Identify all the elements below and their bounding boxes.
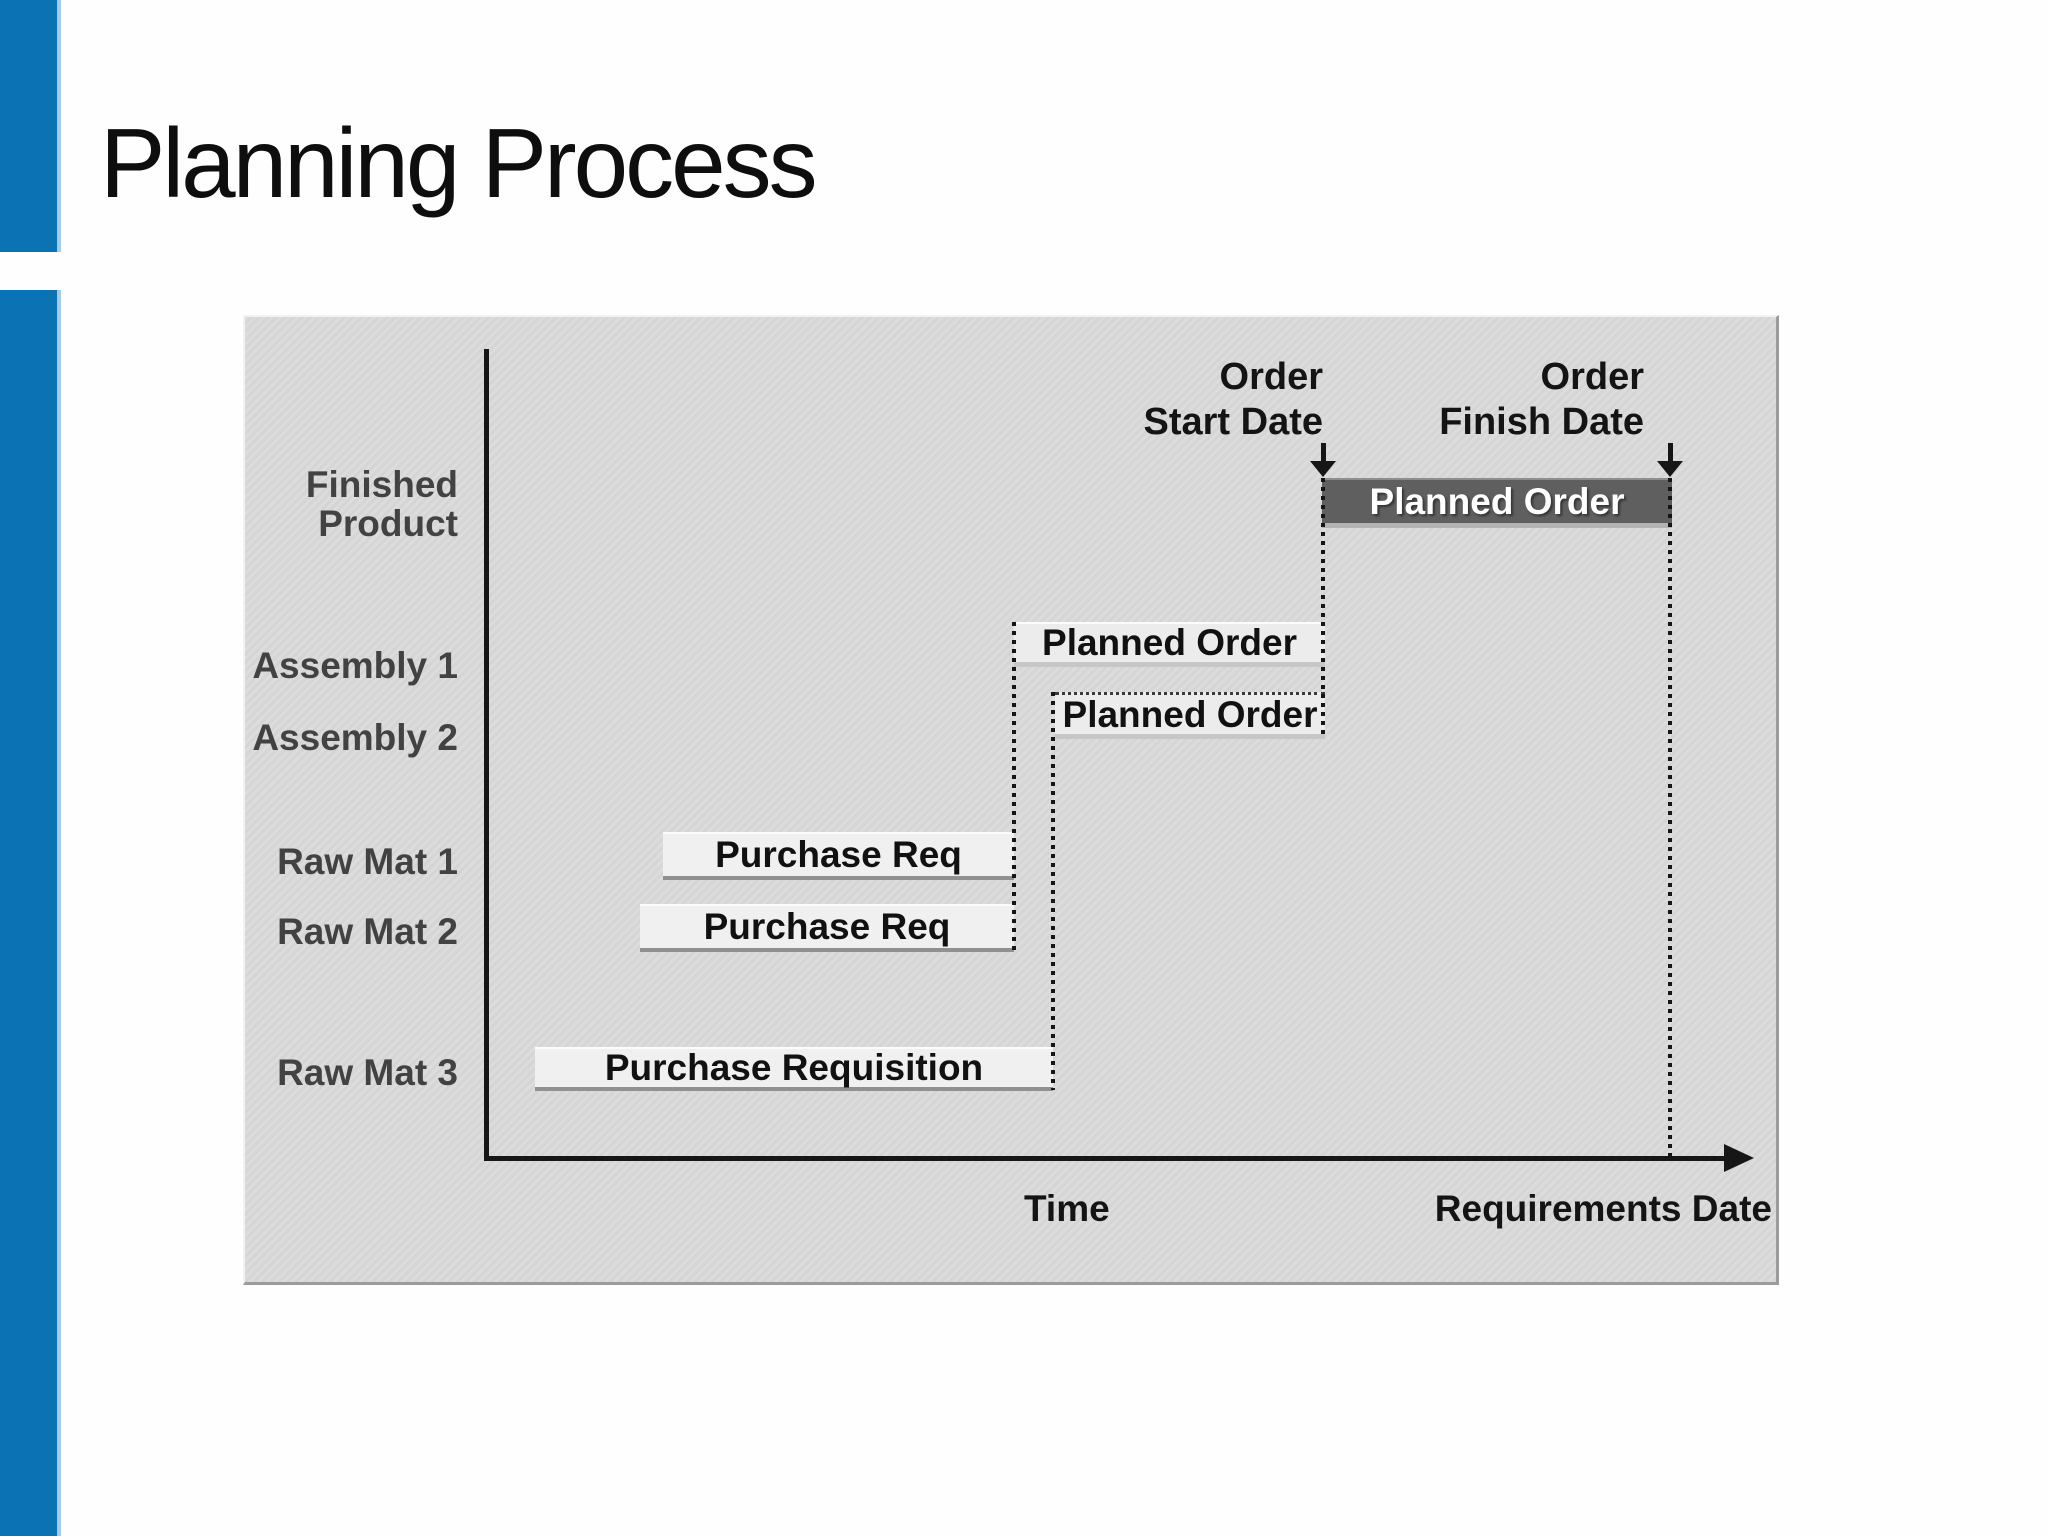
annotation-order-start-date: Order Start Date: [1144, 355, 1324, 445]
slide-title: Planning Process: [100, 108, 818, 218]
row-label-finished-product: Finished Product: [210, 465, 458, 543]
bar-purchase-req-raw-mat-1: Purchase Req: [663, 832, 1014, 876]
bar-planned-order-assembly-2: Planned Order: [1055, 692, 1325, 735]
row-label-assembly-2: Assembly 2: [252, 717, 458, 758]
annotation-line: Order: [1540, 356, 1644, 398]
order-start-down-arrow-icon: [1321, 443, 1326, 463]
axis-label-requirements-date: Requirements Date: [1434, 1188, 1772, 1229]
dotted-line-order-start-date: [1321, 478, 1325, 737]
annotation-line: Start Date: [1143, 401, 1324, 443]
accent-bar: [0, 290, 61, 1536]
diagram-panel: [243, 315, 1779, 1285]
row-label-line: Finished: [305, 464, 458, 505]
row-label-raw-mat-1: Raw Mat 1: [277, 841, 458, 882]
order-finish-down-arrowhead-icon: [1657, 461, 1683, 477]
x-axis: [484, 1156, 1726, 1161]
dotted-line-raw-mat-start: [1051, 692, 1055, 1090]
axis-label-time: Time: [1024, 1188, 1110, 1229]
accent-square: [0, 0, 61, 252]
bar-planned-order-finished-product: Planned Order: [1322, 478, 1672, 523]
annotation-line: Order: [1219, 356, 1323, 398]
bar-planned-order-assembly-1: Planned Order: [1014, 622, 1325, 663]
row-label-raw-mat-3: Raw Mat 3: [277, 1052, 458, 1093]
x-axis-arrowhead-icon: [1724, 1144, 1754, 1172]
bar-purchase-requisition-raw-mat-3: Purchase Requisition: [535, 1047, 1053, 1088]
order-start-down-arrowhead-icon: [1310, 461, 1336, 477]
bar-purchase-req-raw-mat-2: Purchase Req: [640, 904, 1014, 948]
y-axis: [484, 349, 489, 1161]
dotted-line-assembly-start: [1012, 622, 1016, 950]
annotation-order-finish-date: Order Finish Date: [1439, 355, 1644, 445]
dotted-line-order-finish-date: [1668, 478, 1672, 1161]
row-label-line: Product: [318, 503, 458, 544]
order-finish-down-arrow-icon: [1668, 443, 1673, 463]
row-label-assembly-1: Assembly 1: [252, 645, 458, 686]
row-label-raw-mat-2: Raw Mat 2: [277, 911, 458, 952]
annotation-line: Finish Date: [1439, 401, 1644, 443]
